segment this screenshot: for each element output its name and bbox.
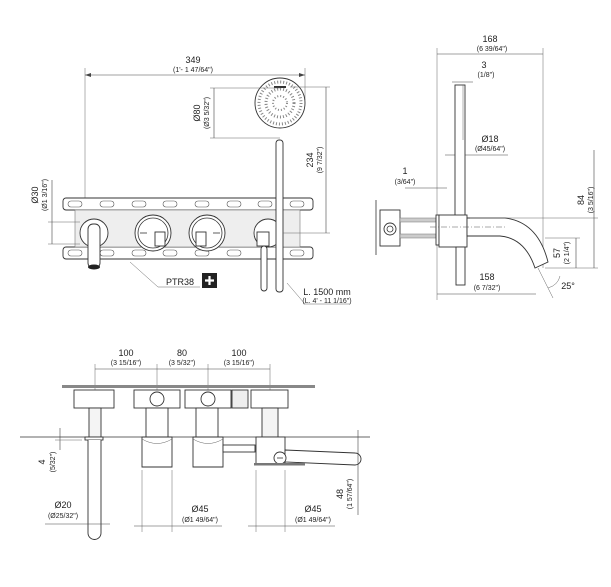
dimension-holder-height: 48 (1 57/64"): [335, 430, 359, 515]
handle-side-mm: Ø18: [481, 134, 498, 144]
dimension-side-height: 84 (3 5/16") 57 (2 1/4"): [470, 150, 598, 269]
top-view: 100 (3 15/16") 80 (3 5/32") 100 (3 15/16…: [20, 348, 370, 540]
hose-label: L. 1500 mm (L. 4' - 11 1/16"): [286, 282, 352, 305]
holder-height-in: (1 57/64"): [347, 479, 354, 510]
spacing-1-in: (3 15/16"): [111, 360, 142, 367]
dimension-projection: 158 (6 7/32"): [437, 272, 536, 295]
handle-diameter-mm: Ø30: [30, 186, 40, 203]
shower-holder: [253, 139, 284, 293]
dimension-height: 234 (9 7/32"): [283, 86, 330, 234]
projection-in: (6 7/32"): [474, 285, 501, 292]
spacing-1-mm: 100: [118, 348, 133, 358]
dimension-plate: 1 (3/64"): [395, 166, 447, 189]
knob-bodies: [141, 436, 224, 468]
box-modules: [73, 389, 289, 438]
knob-diameter-mm: Ø45: [191, 504, 208, 514]
holder-height-mm: 48: [335, 489, 345, 499]
dimension-knob-diameter: Ø45 (Ø1 49/64"): [134, 470, 222, 532]
width-in: (1'- 1 47/64"): [173, 67, 213, 74]
holder-diameter-mm: Ø45: [304, 504, 321, 514]
spout-side: [430, 217, 549, 269]
dimension-gap: 3 (1/8"): [452, 60, 495, 83]
spacing-3-mm: 100: [231, 348, 246, 358]
dimension-head-diameter: Ø80 (Ø3 5/32"): [192, 87, 280, 139]
head-diameter-mm: Ø80: [192, 104, 202, 121]
spout-top: [84, 436, 104, 540]
hose-mm: L. 1500 mm: [303, 287, 351, 297]
hose-in: (L. 4' - 11 1/16"): [302, 298, 351, 305]
box-plate: [62, 385, 315, 388]
spacing-2-mm: 80: [177, 348, 187, 358]
height-in: (9 7/32"): [317, 147, 324, 174]
box-code: PTR38: [166, 277, 194, 287]
head-diameter-in: (Ø3 5/32"): [204, 97, 211, 129]
front-view: 349 (1'- 1 47/64"): [30, 55, 352, 305]
plate-mm: 1: [402, 166, 407, 176]
spout-diameter-in: (Ø25/32"): [48, 513, 78, 520]
dimension-rosette: 4 (5/32"): [37, 428, 82, 472]
spout-diameter-mm: Ø20: [54, 500, 71, 510]
height-mm: 234: [305, 152, 315, 167]
shower-head: [254, 77, 306, 129]
knob-right: [188, 214, 226, 252]
handle-side-in: (Ø45/64"): [475, 146, 505, 153]
dimension-depth: 168 (6 39/64"): [436, 34, 544, 300]
handle-diameter-in: (Ø1 3/16"): [42, 179, 49, 211]
rosette-mm: 4: [37, 459, 47, 464]
spout-front: [79, 218, 109, 270]
projection-mm: 158: [479, 272, 494, 282]
rosette-in: (5/32"): [50, 452, 57, 473]
mounting-plate: [62, 197, 314, 260]
side-height-mm: 84: [576, 195, 586, 205]
spout-drop-in: (2 1/4"): [564, 242, 571, 265]
side-height-in: (3 5/16"): [588, 187, 595, 214]
angle-indicator: 25°: [537, 267, 575, 299]
spacing-3-in: (3 15/16"): [224, 360, 255, 367]
wall-box: [375, 200, 440, 255]
spacing-2-in: (3 5/32"): [169, 360, 196, 367]
spout-drop-mm: 57: [552, 248, 562, 258]
gap-in: (1/8"): [478, 72, 495, 79]
depth-in: (6 39/64"): [477, 46, 508, 53]
box-label: PTR38: [129, 261, 217, 288]
holder-top: [222, 436, 362, 466]
depth-mm: 168: [482, 34, 497, 44]
side-view: 168 (6 39/64") 3 (1/8") Ø18 (Ø45/64") 1 …: [375, 34, 598, 300]
knob-diameter-in: (Ø1 49/64"): [182, 517, 218, 524]
plate-in: (3/64"): [395, 179, 416, 186]
gap-mm: 3: [481, 60, 486, 70]
dimension-handle-diameter: Ø30 (Ø1 3/16"): [30, 179, 80, 245]
dimension-holder-diameter: Ø45 (Ø1 49/64"): [248, 470, 335, 532]
angle-value: 25°: [561, 281, 575, 291]
dimension-spout-diameter: Ø20 (Ø25/32"): [45, 500, 110, 525]
width-mm: 349: [185, 55, 200, 65]
knob-left: [134, 214, 172, 252]
holder-diameter-in: (Ø1 49/64"): [295, 517, 331, 524]
shower-handle-side: [438, 84, 468, 286]
